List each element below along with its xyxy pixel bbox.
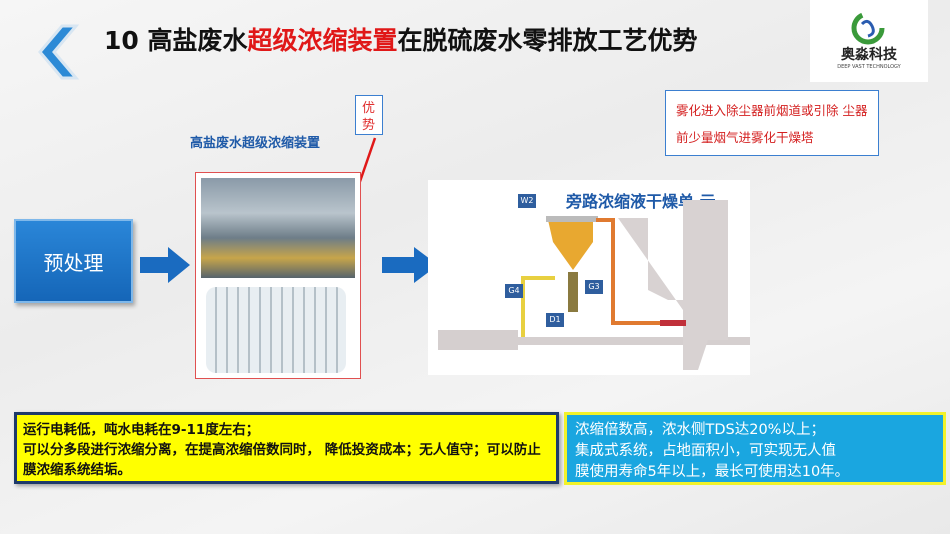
- logo-cn: 奥淼科技: [841, 47, 897, 63]
- advantage-line: 可以分多段进行浓缩分离，在提高浓缩倍数同时， 降低投资成本；无人值守；可以防止膜…: [23, 442, 541, 478]
- concentrator-photo: [201, 178, 355, 278]
- device-label: 高盐废水超级浓缩装置: [190, 136, 321, 151]
- tag-g4: G4: [505, 284, 523, 298]
- flow-arrow-icon: [382, 247, 438, 283]
- diagram-title: 旁路浓缩液干燥单 元: [566, 192, 716, 211]
- page-title: 10 高盐废水超级浓缩装置在脱硫废水零排放工艺优势: [104, 26, 698, 55]
- advantage-callout: 优势: [355, 95, 383, 135]
- back-chevron-icon[interactable]: [32, 22, 92, 82]
- pretreatment-box: 预处理: [14, 219, 133, 303]
- logo-icon: [851, 11, 885, 45]
- advantage-line: 集成式系统，占地面积小，可实现无人值: [575, 443, 836, 459]
- device-photos: [195, 172, 361, 379]
- tag-w2: W2: [518, 194, 536, 208]
- advantage-line: 膜使用寿命5年以上，最长可使用达10年。: [575, 464, 850, 480]
- flow-arrow-icon: [140, 247, 190, 283]
- advantages-box-1: 运行电耗低，吨水电耗在9-11度左右； 可以分多段进行浓缩分离，在提高浓缩倍数同…: [14, 412, 559, 484]
- advantages-box-2: 浓缩倍数高，浓水侧TDS达20%以上； 集成式系统，占地面积小，可实现无人值 膜…: [564, 412, 946, 485]
- tag-d1: D1: [546, 313, 564, 327]
- membrane-rack-photo: [206, 287, 346, 373]
- company-logo: 奥淼科技 DEEP VAST TECHNOLOGY: [810, 0, 928, 82]
- logo-en: DEEP VAST TECHNOLOGY: [837, 64, 901, 70]
- advantage-line: 运行电耗低，吨水电耗在9-11度左右；: [23, 422, 260, 438]
- tag-g3: G3: [585, 280, 603, 294]
- process-schematic: [438, 200, 750, 370]
- atomization-note: 雾化进入除尘器前烟道或引除 尘器前少量烟气进雾化干燥塔: [665, 90, 879, 156]
- advantage-line: 浓缩倍数高，浓水侧TDS达20%以上；: [575, 422, 825, 438]
- drying-unit-diagram: 旁路浓缩液干燥单 元 W2 G4 G3 D1: [428, 180, 750, 375]
